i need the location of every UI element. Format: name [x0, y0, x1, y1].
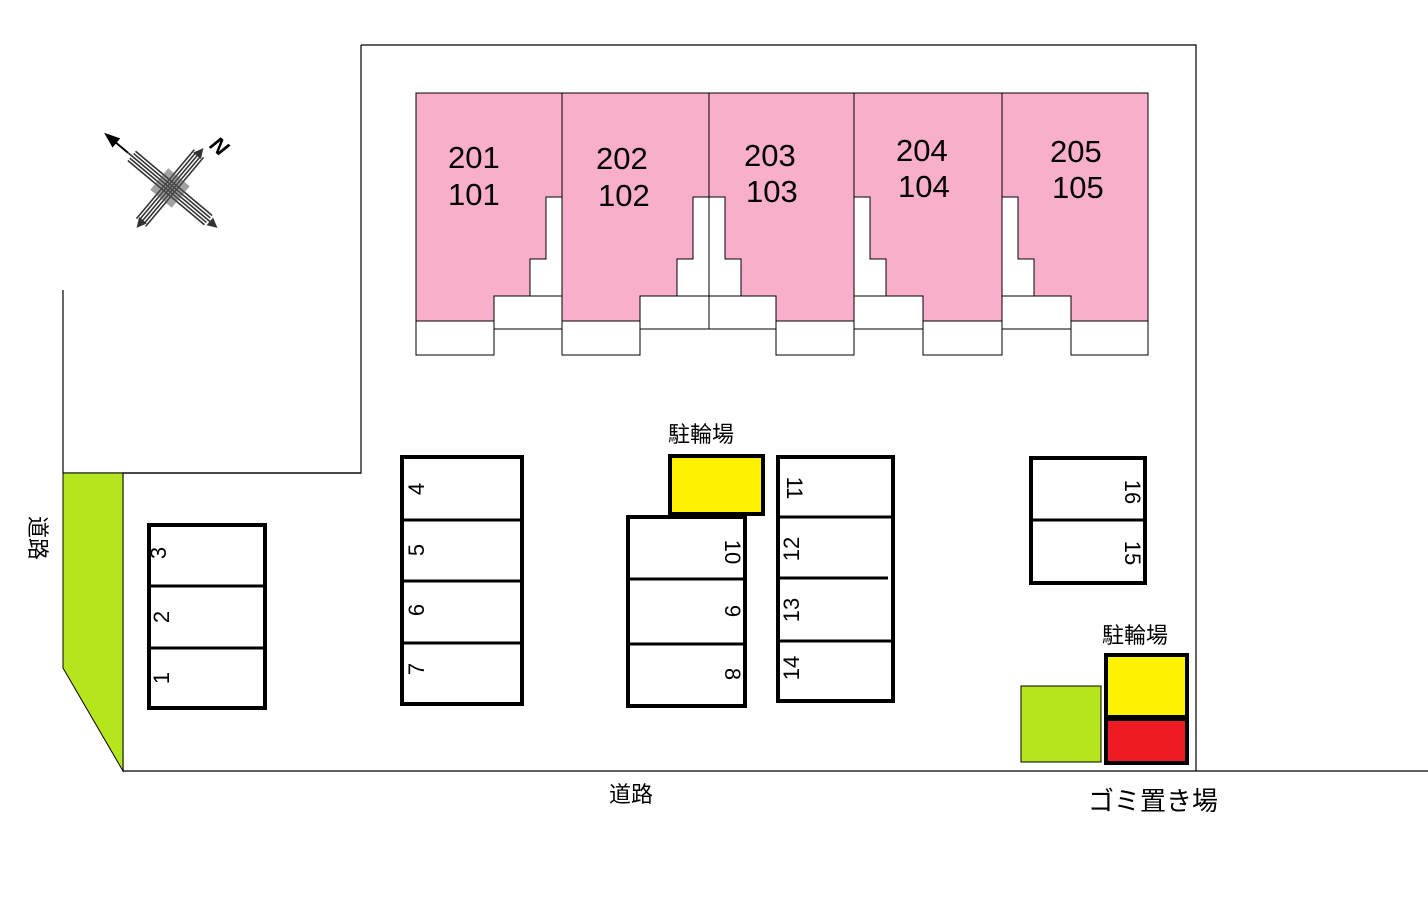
- building: 201 101 202 102 203 103 204 104 205 105: [415, 92, 1149, 356]
- parking-space-14: 14: [779, 656, 804, 680]
- compass-north-label: N: [205, 131, 234, 161]
- unit-label-101: 101: [448, 177, 500, 212]
- parking-space-16: 16: [1120, 480, 1145, 504]
- porch-3: [775, 320, 855, 356]
- unit-label-105: 105: [1052, 170, 1104, 205]
- bicycle-parking-label-2: 駐輪場: [1102, 624, 1168, 649]
- stair-1: [493, 196, 563, 330]
- parking-space-10: 10: [720, 540, 745, 564]
- parking-group-c: 10 9 8: [626, 515, 747, 708]
- parking-group-d: 11 12 13 14: [776, 455, 895, 703]
- unit-label-203: 203: [744, 138, 796, 173]
- unit-label-104: 104: [898, 169, 950, 204]
- green-area-small: [1020, 685, 1102, 763]
- unit-label-205: 205: [1050, 134, 1102, 169]
- road-label-left: 道路: [24, 516, 49, 560]
- garbage-label: ゴミ置き場: [1088, 787, 1218, 817]
- compass-rose-icon: [104, 132, 218, 228]
- left-lot-boundary: [62, 290, 361, 474]
- parking-space-15: 15: [1120, 541, 1145, 565]
- bicycle-parking-2: [1104, 653, 1189, 719]
- unit-label-202: 202: [596, 141, 648, 176]
- bicycle-parking-1: [668, 454, 765, 516]
- parking-space-3: 3: [146, 547, 171, 559]
- parking-space-9: 9: [720, 605, 745, 617]
- stair-4: [853, 196, 924, 330]
- parking-space-4: 4: [404, 483, 429, 495]
- unit-label-201: 201: [448, 140, 500, 175]
- unit-label-102: 102: [598, 178, 650, 213]
- parking-group-e: 16 15: [1029, 456, 1147, 585]
- parking-space-13: 13: [779, 598, 804, 622]
- parking-space-1: 1: [149, 672, 174, 684]
- parking-group-b: 4 5 6 7: [400, 455, 524, 706]
- parking-space-7: 7: [404, 663, 429, 675]
- parking-space-2: 2: [149, 611, 174, 623]
- porch-4: [922, 320, 1003, 356]
- porch-2: [561, 320, 641, 356]
- stair-2: [639, 196, 710, 330]
- bicycle-parking-label-1: 駐輪場: [668, 423, 734, 448]
- stair-3: [708, 196, 777, 330]
- stair-5: [1001, 196, 1072, 330]
- unit-label-204: 204: [896, 133, 948, 168]
- porch-1: [415, 320, 495, 356]
- road-label-bottom: 道路: [609, 783, 653, 808]
- green-strip: [62, 472, 124, 773]
- garbage-area: [1104, 717, 1189, 765]
- parking-group-a: 3 2 1: [146, 523, 267, 710]
- parking-space-6: 6: [404, 604, 429, 616]
- parking-space-5: 5: [404, 544, 429, 556]
- unit-label-103: 103: [746, 174, 798, 209]
- parking-space-8: 8: [720, 668, 745, 680]
- parking-space-12: 12: [779, 537, 804, 561]
- porch-5: [1070, 320, 1149, 356]
- parking-space-11: 11: [782, 477, 807, 500]
